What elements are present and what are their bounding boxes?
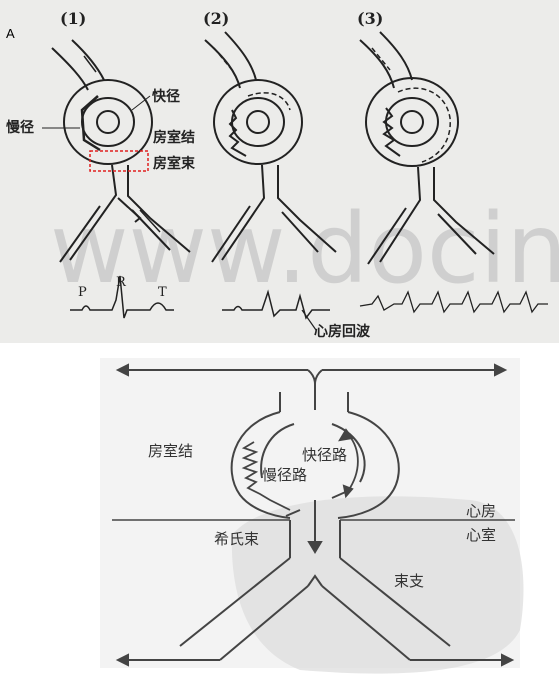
label-av-node: 房室结: [153, 129, 195, 146]
ecg-label-p: P: [78, 285, 87, 300]
ecg-label-t: T: [158, 285, 167, 300]
label-av-node-b: 房室结: [148, 442, 193, 460]
label-slow-path: 慢径: [6, 119, 34, 136]
diagram-number-1: (1): [60, 9, 86, 28]
label-atrium: 心房: [466, 502, 496, 520]
background-seal: [231, 496, 524, 674]
av-node-diagram-2: [204, 31, 337, 263]
ecg-trace-1: [70, 275, 174, 319]
ecg-trace-3: [359, 290, 548, 314]
conduction-diagram: [112, 363, 515, 667]
label-his-bundle: 房室束: [153, 155, 196, 172]
atrial-echo-pointer: [301, 309, 317, 331]
label-his-bundle-b: 希氏束: [214, 530, 259, 548]
label-ventricle: 心室: [466, 526, 496, 544]
label-fast-path: 快径: [152, 88, 180, 105]
label-atrial-echo: 心房回波: [314, 323, 371, 340]
ecg-trace-2: [222, 289, 330, 320]
label-slow-path-b: 慢径路: [262, 466, 307, 484]
watermark: www.docin.co: [50, 193, 559, 305]
ecg-label-r: R: [116, 275, 127, 290]
fast-path-leader: [131, 95, 151, 111]
av-node-diagram-1: [51, 39, 191, 263]
label-fast-path-b: 快径路: [302, 446, 347, 464]
panel-b: 房室结 快径路 慢径路 希氏束 心房 心室 束支: [0, 350, 559, 675]
panel-b-diagram: 房室结 快径路 慢径路 希氏束 心房 心室 束支: [100, 358, 524, 674]
panel-a-diagram: www.docin.co (1) (2) (3) 快径 慢径 房室结 房室束: [6, 9, 559, 340]
highlight-box: [89, 150, 149, 172]
panel-label-a: A: [6, 26, 15, 41]
panel-a: www.docin.co (1) (2) (3) 快径 慢径 房室结 房室束: [0, 0, 559, 343]
diagram-number-2: (2): [203, 9, 229, 28]
diagram-number-3: (3): [357, 9, 383, 28]
av-node-diagram-3: [359, 31, 495, 265]
label-bundle-branch: 束支: [394, 572, 424, 590]
